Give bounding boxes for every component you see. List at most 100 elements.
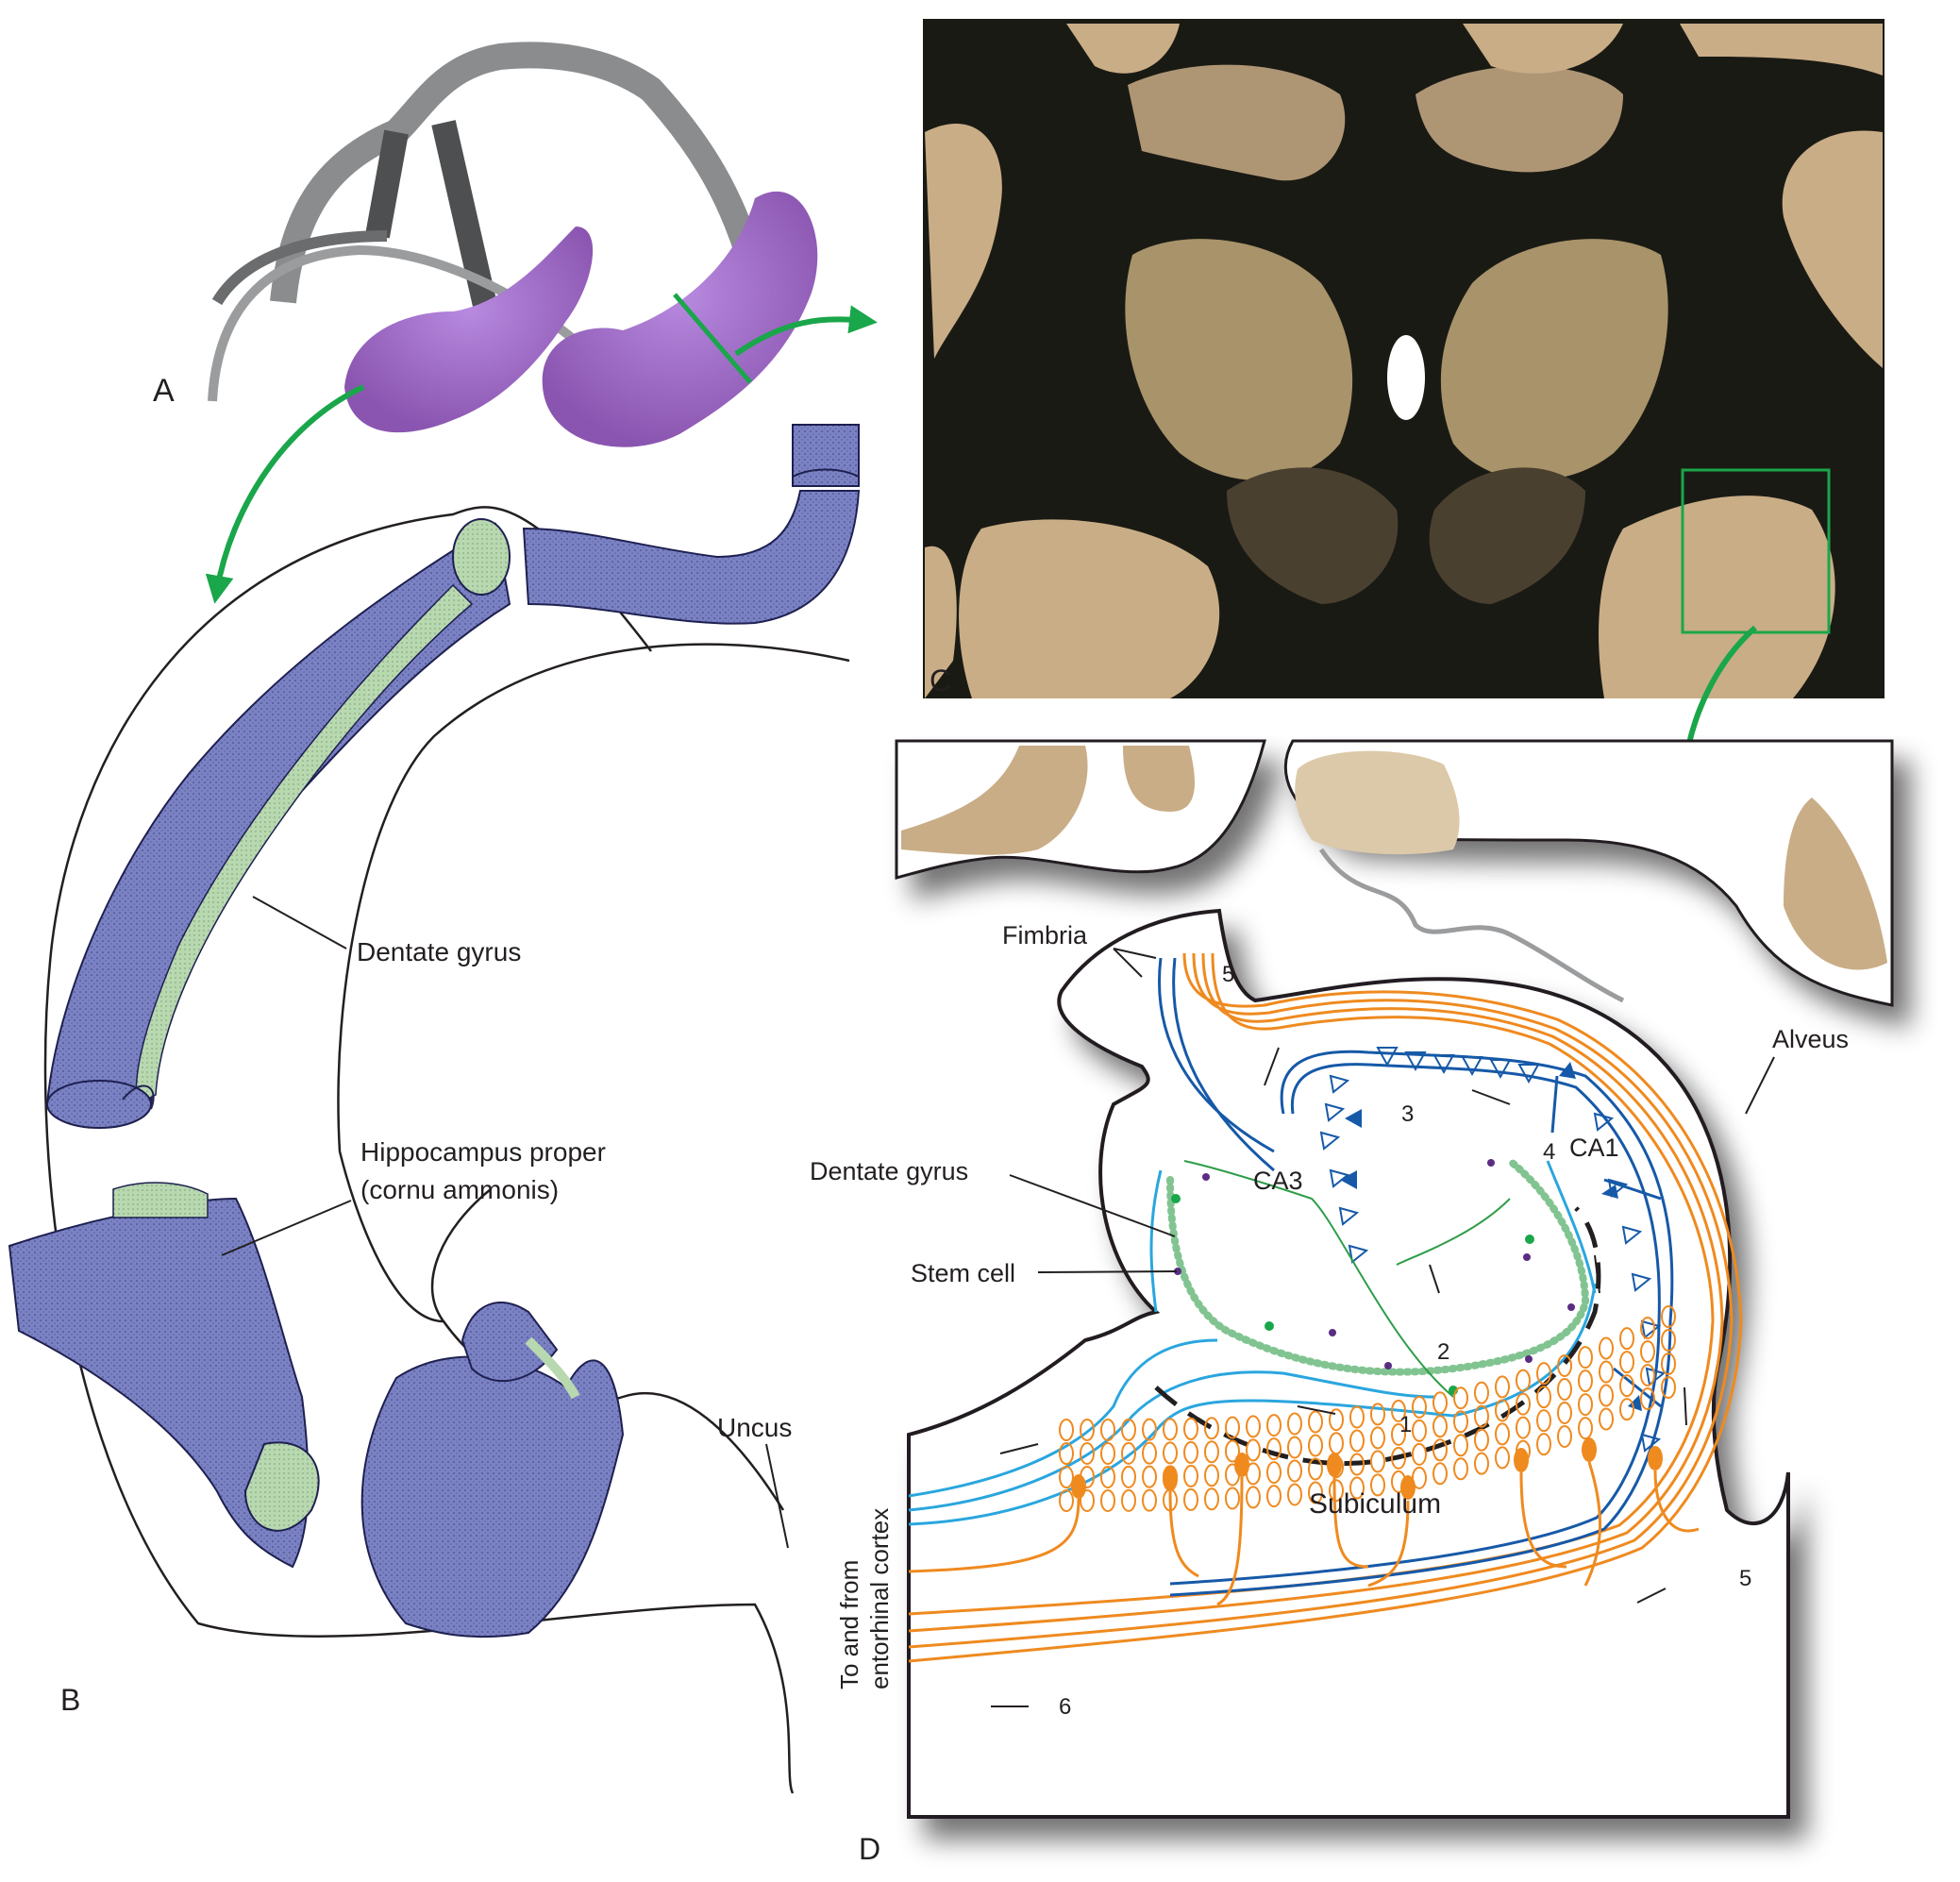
pathway-number-4: 4 xyxy=(1543,1139,1555,1165)
subiculum-cell xyxy=(1059,1419,1074,1441)
arrow-to-panel-b xyxy=(205,384,365,604)
inset-box xyxy=(1681,468,1831,634)
subiculum-cell xyxy=(1370,1426,1385,1450)
panel-b-letter: B xyxy=(60,1683,80,1717)
subiculum-cell xyxy=(1287,1412,1302,1436)
hippocampal-sulcus-dashed xyxy=(1154,1206,1601,1467)
subiculum-cell xyxy=(1121,1488,1136,1512)
subiculum-cell xyxy=(1225,1416,1240,1439)
subiculum-cell xyxy=(1204,1464,1219,1487)
leader-dentate-gyrus-d xyxy=(1009,1174,1176,1237)
subiculum-cell xyxy=(1100,1488,1115,1512)
panel-a-letter: A xyxy=(153,373,175,409)
subiculum-cell xyxy=(1329,1408,1344,1432)
subiculum-cell xyxy=(1183,1417,1198,1440)
pathway-number-6: 6 xyxy=(1059,1694,1071,1720)
outline-inner xyxy=(337,643,850,1323)
hippocampus-3d-model xyxy=(344,191,818,447)
subiculum-cell xyxy=(1142,1465,1157,1488)
panel-c-brain-section: C xyxy=(923,19,1885,788)
subiculum-cell xyxy=(1640,1363,1655,1386)
leader-fimbria xyxy=(1113,948,1157,978)
subiculum-cell xyxy=(1661,1329,1676,1352)
subiculum-cell xyxy=(1204,1417,1219,1440)
subiculum-cell xyxy=(1329,1479,1344,1503)
subiculum-cell xyxy=(1557,1401,1572,1424)
subiculum-cell xyxy=(1349,1476,1365,1500)
subiculum-cell xyxy=(1578,1393,1593,1417)
subiculum-cell xyxy=(1080,1441,1095,1465)
leader-stem-cell xyxy=(1037,1270,1178,1273)
subiculum-cell xyxy=(1661,1305,1676,1328)
subiculum-cell xyxy=(1474,1404,1489,1428)
subiculum-cell xyxy=(1661,1353,1676,1375)
subiculum-cell xyxy=(1536,1362,1551,1386)
subiculum-cell xyxy=(1308,1481,1323,1504)
subiculum-cell xyxy=(1599,1384,1614,1407)
leader-uncus xyxy=(765,1443,789,1549)
subiculum-cell xyxy=(1142,1488,1157,1512)
subiculum-cell xyxy=(1599,1407,1614,1431)
subiculum-cell xyxy=(1266,1461,1282,1485)
subiculum-cell xyxy=(1391,1422,1406,1446)
subiculum-cell xyxy=(1453,1410,1468,1434)
label-alveus: Alveus xyxy=(1772,1025,1849,1053)
subiculum-cell xyxy=(1183,1464,1198,1487)
subiculum-cell xyxy=(1474,1452,1489,1475)
subiculum-cell xyxy=(1412,1466,1427,1489)
subiculum-cell xyxy=(1183,1487,1198,1511)
panel-b: Dentate gyrus Hippocampus proper (cornu … xyxy=(8,424,861,1794)
subiculum-cell xyxy=(1557,1353,1572,1377)
subiculum-cell xyxy=(1640,1339,1655,1363)
subiculum-cell xyxy=(1204,1440,1219,1464)
subiculum-cell xyxy=(1059,1466,1074,1488)
cut-line xyxy=(673,293,752,384)
subiculum-cell xyxy=(1453,1457,1468,1481)
subiculum-cell xyxy=(1246,1438,1261,1462)
subiculum-cell xyxy=(1536,1433,1551,1456)
pathway-number-2: 2 xyxy=(1437,1339,1449,1365)
label-entorhinal-line1: To and from xyxy=(835,1560,863,1689)
arrow-to-panel-c xyxy=(734,305,878,357)
subiculum-cell xyxy=(1349,1453,1365,1476)
subiculum-cell xyxy=(1474,1428,1489,1452)
subiculum-cell xyxy=(1370,1473,1385,1497)
subiculum-cell xyxy=(1640,1316,1655,1339)
panel-a: A xyxy=(153,42,878,604)
label-entorhinal-line2: entorhinal cortex xyxy=(865,1508,894,1689)
subiculum-cell xyxy=(1080,1418,1095,1441)
subiculum-cell xyxy=(1516,1392,1531,1416)
subiculum-cell xyxy=(1370,1450,1385,1473)
subiculum-cell xyxy=(1599,1336,1614,1360)
subiculum-cell xyxy=(1412,1442,1427,1466)
label-ca3: CA3 xyxy=(1253,1167,1303,1195)
subiculum-cell xyxy=(1453,1434,1468,1457)
subiculum-cell xyxy=(1059,1442,1074,1465)
subiculum-cell xyxy=(1619,1327,1634,1351)
subiculum-cell xyxy=(1370,1403,1385,1426)
subiculum-cell xyxy=(1266,1437,1282,1461)
pathway-number-5b: 5 xyxy=(1739,1566,1751,1591)
subiculum-cell xyxy=(1432,1462,1448,1486)
subiculum-cell xyxy=(1557,1424,1572,1448)
label-cornu-ammonis: (cornu ammonis) xyxy=(360,1175,559,1204)
pyramidal-cells xyxy=(1319,1047,1667,1453)
subiculum-cell xyxy=(1453,1386,1468,1410)
subiculum-cell xyxy=(1163,1418,1178,1441)
subiculum-cell xyxy=(1557,1377,1572,1401)
subiculum-cell xyxy=(1661,1376,1676,1399)
subiculum-cell xyxy=(1619,1398,1634,1421)
subiculum-cell xyxy=(1059,1489,1074,1512)
subiculum-cell xyxy=(1578,1346,1593,1369)
subiculum-cell xyxy=(1100,1441,1115,1465)
subiculum-cell xyxy=(1495,1399,1510,1422)
label-ca1: CA1 xyxy=(1569,1134,1619,1162)
subiculum-cell xyxy=(1640,1386,1655,1410)
subiculum-cell xyxy=(1225,1439,1240,1463)
subiculum-cell xyxy=(1142,1441,1157,1465)
subiculum-cell xyxy=(1308,1457,1323,1481)
subiculum-cell xyxy=(1246,1486,1261,1509)
label-subiculum: Subiculum xyxy=(1309,1488,1441,1520)
ca-pathways xyxy=(1158,957,1674,1597)
panel-d: Fimbria Alveus CA3 CA1 Dentate gyrus Ste… xyxy=(810,739,1894,1866)
